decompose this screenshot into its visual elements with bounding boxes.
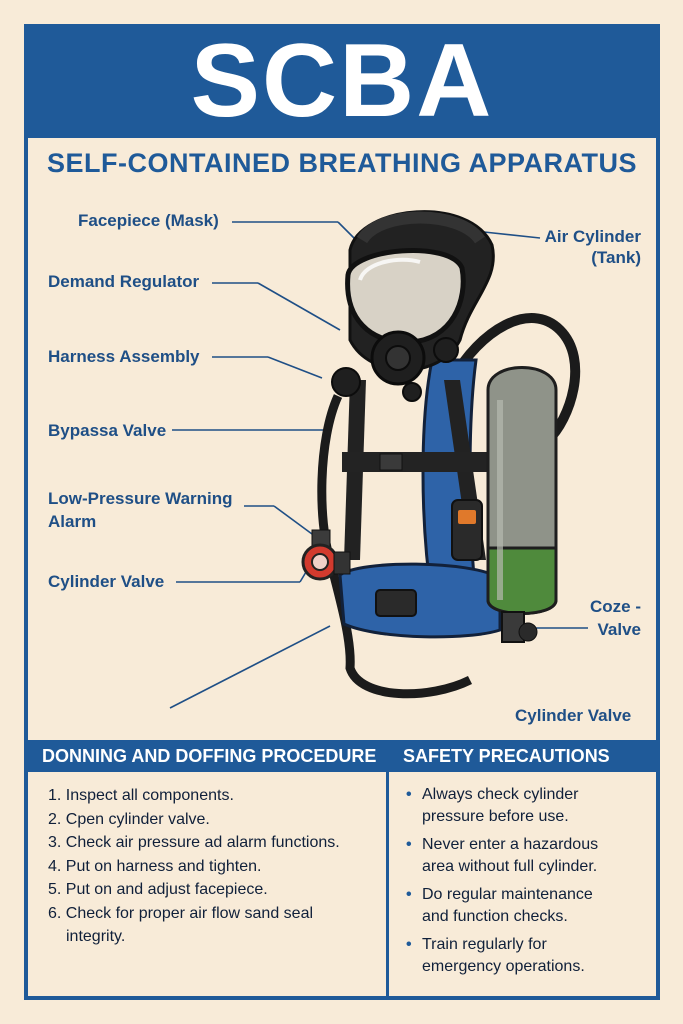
bullet-icon: • xyxy=(406,786,412,803)
chest-strap xyxy=(342,452,492,472)
panel-divider xyxy=(386,740,389,996)
hose-upper xyxy=(447,313,581,444)
label-bypass-valve: Bypassa Valve xyxy=(48,421,167,440)
bullet-icon: • xyxy=(406,936,412,953)
waist-belt xyxy=(338,562,502,639)
air-cylinder xyxy=(486,366,558,615)
procedure-heading: DONNING AND DOFFING PROCEDURE xyxy=(28,740,386,772)
procedure-step-continuation: integrity. xyxy=(66,928,126,945)
label-coze-valve-1: Coze - xyxy=(590,597,641,616)
title-band: SCBA xyxy=(24,24,660,138)
cylinder-valve-knob xyxy=(518,622,538,642)
procedure-list: 1. Inspect all components. 2. Cpen cylin… xyxy=(48,784,383,949)
bullet-icon: • xyxy=(406,836,412,853)
procedure-step: 4. Put on harness and tighten. xyxy=(48,857,262,875)
procedure-step: 2. Cpen cylinder valve. xyxy=(48,810,210,828)
label-harness-assembly: Harness Assembly xyxy=(48,347,200,366)
facepiece xyxy=(331,210,495,402)
label-air-cylinder-2: (Tank) xyxy=(591,248,641,267)
procedure-step: 5. Put on and adjust facepiece. xyxy=(48,881,268,898)
belt-buckle xyxy=(375,589,417,617)
procedure-step: 6. Check for proper air flow sand seal xyxy=(48,904,314,922)
procedure-step: 1. Inspect all components. xyxy=(48,787,234,804)
pass-device xyxy=(451,499,483,561)
poster-subtitle: SELF-CONTAINED BREATHING APPARATUS xyxy=(47,148,637,178)
pass-light xyxy=(458,510,476,524)
poster-title: SCBA xyxy=(190,23,494,139)
safety-heading: SAFETY PRECAUTIONS xyxy=(389,740,656,772)
procedure-step: 3. Check air pressure ad alarm functions… xyxy=(48,834,340,851)
label-low-pressure-alarm-2: Alarm xyxy=(48,512,97,531)
label-cylinder-valve-left: Cylinder Valve xyxy=(48,572,165,591)
label-coze-valve-2: Valve xyxy=(597,620,642,639)
leader-lines xyxy=(169,221,588,709)
bullet-icon: • xyxy=(406,886,412,903)
alarm-body xyxy=(333,551,351,575)
label-low-pressure-alarm-1: Low-Pressure Warning xyxy=(48,489,233,508)
label-cylinder-valve-bottom: Cylinder Valve xyxy=(515,706,632,725)
label-facepiece: Facepiece (Mask) xyxy=(78,211,219,230)
label-air-cylinder-1: Air Cylinder xyxy=(544,227,641,246)
label-demand-regulator: Demand Regulator xyxy=(48,272,200,291)
chest-buckle xyxy=(379,453,403,471)
